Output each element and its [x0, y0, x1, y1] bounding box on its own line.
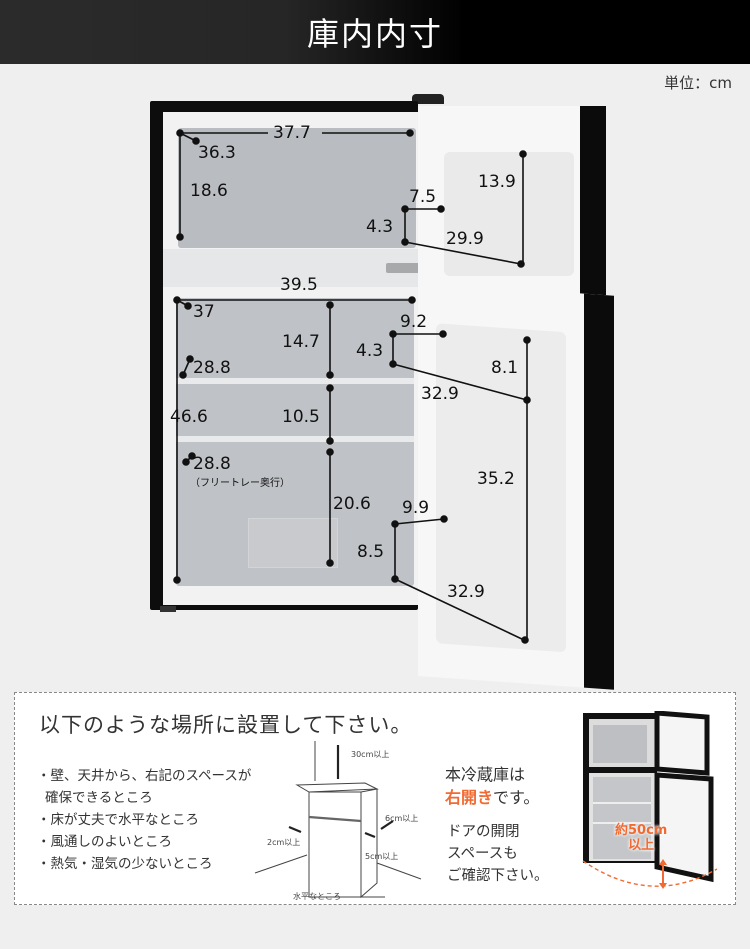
top-hinge [412, 94, 444, 104]
door-pocket-lower-width: 32.9 [447, 582, 485, 602]
freezer-pocket-width: 29.9 [446, 229, 484, 249]
dimension-lines [173, 129, 531, 644]
clearance-diagram: 30cm以上 2cm以上 6cm以上 5cm以上 水平なところ [245, 733, 425, 903]
condition-item: ・壁、天井から、右記のスペースが [37, 768, 252, 784]
top-clearance-label: 30cm以上 [351, 750, 390, 759]
clearance-diagram-drawing [254, 741, 422, 899]
install-title: 以下のような場所に設置して下さい。 [39, 713, 413, 737]
right-opening-accent: 右開き [445, 788, 494, 807]
shelf-depth: 28.8 [193, 358, 231, 378]
condition-item: ・風通しのよいところ [37, 834, 172, 850]
page-title: 庫内内寸 [306, 15, 443, 53]
fridge-width: 39.5 [280, 275, 318, 295]
door-note-line2: 右開きです。 [445, 786, 539, 809]
door-note-line1: 本冷蔵庫は [445, 765, 526, 784]
door-pocket-upper-depth: 9.2 [400, 312, 428, 332]
door-pocket-lower-height: 8.5 [357, 542, 385, 562]
middle-section-height: 10.5 [282, 407, 320, 427]
door-space-line: スペースも [447, 846, 518, 862]
shelf-upper [176, 378, 414, 384]
install-conditions: ・壁、天井から、右記のスペースが 確保できるところ ・床が丈夫で水平なところ ・… [37, 765, 251, 875]
upper-section-height: 14.7 [282, 332, 320, 352]
foot-left [160, 606, 176, 612]
right-clearance-label: 5cm以上 [365, 852, 399, 861]
tray-depth: 28.8 [193, 454, 231, 474]
fridge-door-height: 35.2 [477, 469, 515, 489]
freezer-width: 37.7 [273, 123, 311, 143]
door-pocket-upper-side-height: 8.1 [491, 358, 519, 378]
condition-item: ・熱気・湿気の少ないところ [37, 856, 213, 872]
freezer-depth: 36.3 [198, 143, 236, 163]
clearance-value: 約50cm [615, 823, 668, 838]
installation-panel: 以下のような場所に設置して下さい。 ・壁、天井から、右記のスペースが 確保できる… [14, 692, 736, 905]
freezer-cavity [178, 128, 416, 248]
fridge-dimension-diagram: 37.7 36.3 18.6 7.5 4.3 29.9 13.9 39.5 37… [150, 94, 614, 690]
tray-note: （フリートレー奥行） [190, 478, 290, 489]
shelf-lower [176, 436, 414, 442]
condition-item-continued: 確保できるところ [45, 790, 153, 806]
door-pocket-upper-height: 4.3 [356, 341, 384, 361]
fridge-depth: 37 [193, 302, 215, 322]
fridge-total-height: 46.6 [170, 407, 208, 427]
door-space-line: ドアの開閉 [447, 824, 520, 840]
freezer-door [418, 106, 606, 298]
freezer-height: 18.6 [190, 181, 228, 201]
freezer-pocket-depth: 7.5 [409, 187, 437, 207]
door-clearance-illustration [581, 710, 721, 893]
level-floor-label: 水平なところ [293, 892, 341, 901]
lower-section-height: 20.6 [333, 494, 371, 514]
unit-label: 単位：cm [664, 74, 732, 92]
door-pocket-lower-depth: 9.9 [402, 498, 430, 518]
clearance-qualifier: 以上 [628, 838, 655, 853]
door-note-rest: です。 [493, 788, 540, 807]
freezer-pocket-height: 4.3 [366, 217, 394, 237]
compartment-divider [163, 249, 418, 287]
door-direction-note: 本冷蔵庫は 右開きです。 [445, 763, 539, 809]
header-banner: 庫内内寸 [0, 0, 750, 64]
left-clearance-label: 2cm以上 [267, 838, 301, 847]
door-space-note: ドアの開閉 スペースも ご確認下さい。 [447, 821, 549, 887]
freezer-door-height: 13.9 [478, 172, 516, 192]
mini-fridge-drawing [582, 710, 718, 889]
back-clearance-label: 6cm以上 [385, 814, 419, 823]
middle-hinge [386, 263, 426, 273]
condition-item: ・床が丈夫で水平なところ [37, 812, 199, 828]
clearance-label: 約50cm 以上 [615, 823, 667, 853]
door-pocket-upper-width: 32.9 [421, 384, 459, 404]
free-tray [248, 518, 338, 568]
door-space-line: ご確認下さい。 [447, 868, 549, 884]
